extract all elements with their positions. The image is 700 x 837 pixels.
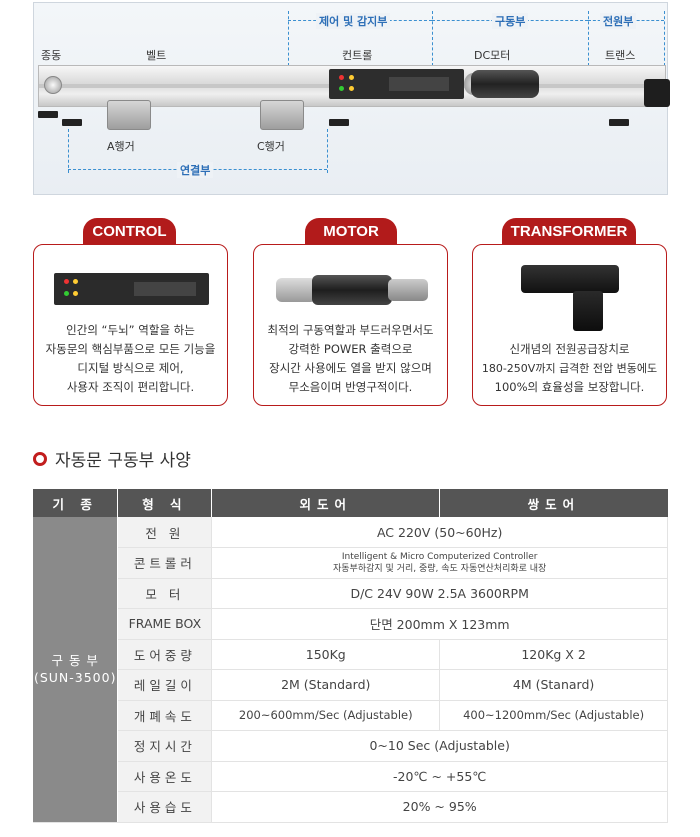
table-row: 개폐속도 200~600mm/Sec (Adjustable) 400~1200… [33, 700, 668, 731]
trans-label: 트랜스 [605, 49, 636, 62]
controller-spec-line: Intelligent & Micro Computerized Control… [341, 551, 538, 562]
model-group-cell: 구 동 부 (SUN-3500) [33, 517, 119, 823]
motor-line: 최적의 구동역할과 부드러우면서도 [267, 323, 434, 337]
header-model: 기 종 [33, 489, 119, 517]
row-value: -20℃ ~ +55℃ [211, 761, 668, 792]
row-value-double-door: 4M (Stanard) [439, 669, 668, 701]
transformer-description: 신개념의 전원공급장치로 180-250V까지 급격한 전압 변동에도 100%… [473, 340, 666, 397]
row-label: 정지시간 [117, 730, 213, 762]
pulley-left [44, 76, 62, 94]
row-value-double-door: 400~1200mm/Sec (Adjustable) [439, 700, 668, 731]
control-card: 인간의 “두뇌” 역할을 하는 자동문의 핵심부품으로 모든 기능을 디지털 방… [33, 244, 228, 406]
table-row: 구 동 부 (SUN-3500) 전 원 AC 220V (50~60Hz) [33, 517, 668, 823]
row-value: 단면 200mm X 123mm [211, 608, 668, 640]
dimension-tick [68, 129, 69, 173]
dimension-tick [288, 11, 289, 66]
row-value: D/C 24V 90W 2.5A 3600RPM [211, 578, 668, 609]
control-description: 인간의 “두뇌” 역할을 하는 자동문의 핵심부품으로 모든 기능을 디지털 방… [34, 321, 227, 397]
row-label: 사용습도 [117, 791, 213, 823]
row-value-single-door: 2M (Standard) [211, 669, 441, 701]
a-hanger-label: A행거 [107, 140, 135, 153]
table-row: FRAME BOX 단면 200mm X 123mm [33, 608, 668, 640]
header-single-door: 외도어 [211, 489, 441, 517]
transformer-line: 180-250V까지 급격한 전압 변동에도 [481, 362, 658, 375]
control-line: 자동문의 핵심부품으로 모든 기능을 [45, 342, 216, 356]
transformer-card: 신개념의 전원공급장치로 180-250V까지 급격한 전압 변동에도 100%… [472, 244, 667, 406]
motor-card-title: MOTOR [305, 218, 397, 245]
row-label: 사용온도 [117, 761, 213, 792]
row-value: 20% ~ 95% [211, 791, 668, 823]
c-hanger-label: C행거 [257, 140, 285, 153]
table-header-row: 기 종 형 식 외도어 쌍도어 [33, 489, 668, 517]
link-section-label: 연결부 [177, 162, 214, 178]
dc-motor-label: DC모터 [474, 49, 511, 62]
table-row: 사용온도 -20℃ ~ +55℃ [33, 761, 668, 792]
table-row: 콘트롤러 Intelligent & Micro Computerized Co… [33, 547, 668, 579]
dimension-tick [432, 11, 433, 66]
control-section-label: 제어 및 감지부 [316, 13, 391, 29]
controller-photo [54, 273, 209, 305]
row-label: 개폐속도 [117, 700, 213, 731]
jongdong-label: 종동 [41, 49, 62, 62]
control-card-title: CONTROL [83, 218, 176, 245]
motor-card: 최적의 구동역할과 부드러우면서도 강력한 POWER 출력으로 장시간 사용에… [253, 244, 448, 406]
motor-description: 최적의 구동역할과 부드러우면서도 강력한 POWER 출력으로 장시간 사용에… [254, 321, 447, 397]
power-section-label: 전원부 [600, 13, 637, 29]
model-group-name: 구 동 부 [51, 653, 99, 669]
control-line: 인간의 “두뇌” 역할을 하는 [66, 323, 195, 337]
motor-photo [276, 275, 428, 305]
controller-unit-image [329, 69, 464, 99]
transformer-image [644, 79, 670, 107]
control-line: 디지털 방식으로 제어, [77, 361, 184, 375]
row-label: 모 터 [117, 578, 213, 609]
row-label: FRAME BOX [117, 608, 213, 640]
rail-stopper [609, 119, 629, 126]
rail-stopper [329, 119, 349, 126]
motor-line: 장시간 사용에도 열을 받지 않으며 [269, 361, 432, 375]
controller-label: 컨트롤 [342, 49, 373, 62]
section-heading: 자동문 구동부 사양 [33, 446, 191, 471]
control-line: 사용자 조직이 편리합니다. [66, 380, 195, 394]
transformer-card-title: TRANSFORMER [502, 218, 636, 245]
table-row: 레일길이 2M (Standard) 4M (Stanard) [33, 669, 668, 701]
dimension-tick [588, 11, 589, 66]
row-value-double-door: 120Kg X 2 [439, 639, 668, 670]
c-hanger-image [260, 100, 304, 130]
row-label: 레일길이 [117, 669, 213, 701]
table-row: 모 터 D/C 24V 90W 2.5A 3600RPM [33, 578, 668, 609]
row-label: 콘트롤러 [117, 547, 213, 579]
spec-table: 기 종 형 식 외도어 쌍도어 구 동 부 (SUN-3500) 전 원 AC … [33, 489, 668, 823]
table-row: 사용습도 20% ~ 95% [33, 791, 668, 823]
motor-line: 무소음이며 반영구적이다. [288, 380, 413, 394]
table-row: 도어중량 150Kg 120Kg X 2 [33, 639, 668, 670]
controller-spec-line: 자동부하감지 및 거리, 중량, 속도 자동연산처리화로 내장 [333, 563, 547, 574]
row-value-single-door: 150Kg [211, 639, 441, 670]
row-label: 도어중량 [117, 639, 213, 670]
header-double-door: 쌍도어 [439, 489, 668, 517]
drive-section-label: 구동부 [492, 13, 529, 29]
motor-line: 강력한 POWER 출력으로 [288, 342, 413, 356]
transformer-line: 100%의 효율성을 보장합니다. [494, 380, 645, 394]
dc-motor-image [471, 70, 539, 98]
transformer-line: 신개념의 전원공급장치로 [509, 342, 630, 356]
dimension-tick [327, 129, 328, 173]
door-operator-diagram: 제어 및 감지부 구동부 전원부 종동 벨트 컨트롤 DC모터 트랜스 A행거 … [33, 2, 670, 195]
belt-label: 벨트 [146, 49, 167, 62]
section-heading-text: 자동문 구동부 사양 [55, 451, 191, 471]
row-value: AC 220V (50~60Hz) [211, 517, 668, 548]
rail-stopper [62, 119, 82, 126]
row-value-single-door: 200~600mm/Sec (Adjustable) [211, 700, 441, 731]
row-value: 0~10 Sec (Adjustable) [211, 730, 668, 762]
rail-stopper [38, 111, 58, 118]
transformer-photo [521, 265, 619, 333]
row-label: 전 원 [117, 517, 213, 548]
row-value: Intelligent & Micro Computerized Control… [211, 547, 668, 579]
ring-bullet-icon [33, 451, 47, 466]
dimension-tick [664, 11, 665, 66]
a-hanger-image [107, 100, 151, 130]
model-group-code: (SUN-3500) [33, 670, 117, 686]
header-type: 형 식 [117, 489, 213, 517]
table-row: 정지시간 0~10 Sec (Adjustable) [33, 730, 668, 762]
